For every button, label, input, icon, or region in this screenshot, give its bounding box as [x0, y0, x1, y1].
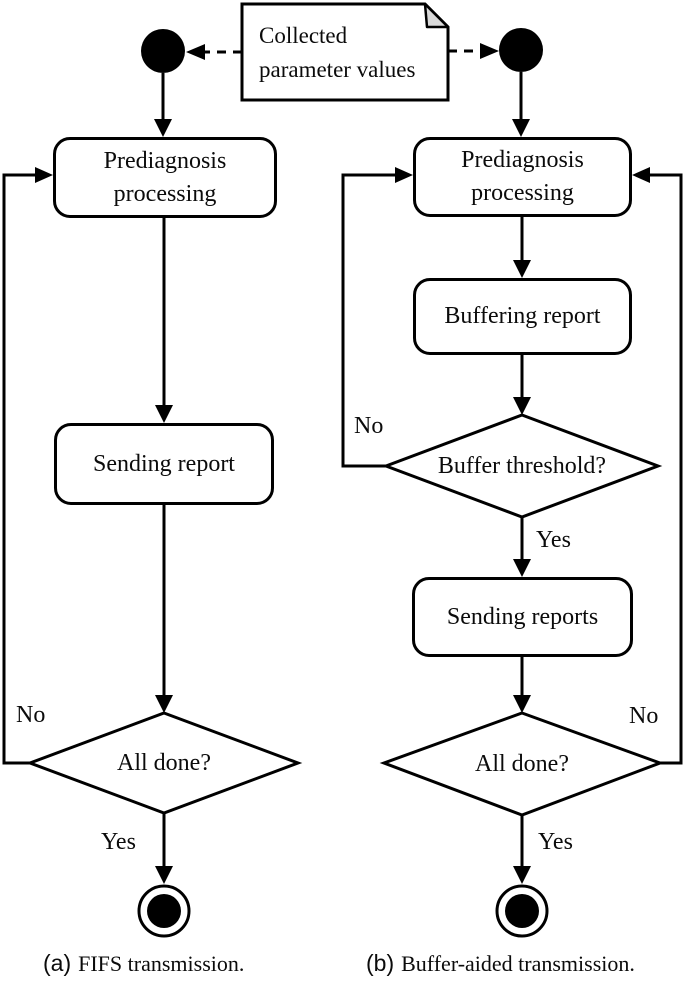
start-node-a [141, 29, 185, 73]
arrow-prediagnosis-to-buffering-b [513, 217, 531, 278]
decision-label-alldone-b: All done? [475, 750, 569, 777]
edge-label-yes-a: Yes [101, 829, 136, 855]
caption-b-prefix: (b) [366, 950, 395, 976]
end-node-b [495, 884, 549, 938]
edge-label-alldone-yes-b: Yes [538, 829, 573, 855]
arrow-start-to-prediagnosis-a [154, 73, 172, 137]
end-node-a [137, 884, 191, 938]
node-sending-reports-b: Sending reports [412, 577, 633, 657]
edge-label-threshold-yes-b: Yes [536, 527, 571, 553]
loop-no-a [2, 167, 53, 765]
arrow-buffering-to-threshold-b [513, 355, 531, 415]
decision-threshold-b [381, 413, 663, 519]
node-sending-report-a: Sending report [54, 423, 274, 505]
arrow-sending-to-alldone-a [155, 505, 173, 713]
note-label: Collected parameter values [259, 23, 416, 82]
note-fold-icon [423, 2, 450, 29]
node-prediagnosis-b: Prediagnosis processing [413, 137, 632, 217]
caption-b: (b)Buffer-aided transmission. [366, 950, 635, 977]
arrow-prediagnosis-to-sending-a [155, 218, 173, 423]
arrow-sending-to-alldone-b [513, 657, 531, 713]
arrow-alldone-to-end-a [155, 813, 173, 884]
decision-label-alldone-a: All done? [117, 749, 211, 776]
decision-alldone-b [379, 711, 665, 817]
loop-threshold-no-b [341, 167, 413, 468]
edge-label-alldone-no-b: No [629, 703, 659, 729]
caption-a-prefix: (a) [43, 950, 72, 976]
decision-alldone-a [25, 711, 303, 815]
decision-label-threshold-b: Buffer threshold? [437, 452, 607, 479]
loop-alldone-no-b [632, 167, 683, 765]
arrow-start-to-prediagnosis-b [512, 72, 530, 137]
note-connector-right [448, 43, 499, 59]
node-prediagnosis-a: Prediagnosis processing [53, 137, 277, 218]
caption-a: (a)FIFS transmission. [43, 950, 244, 977]
caption-a-text: FIFS transmission. [78, 951, 245, 976]
note-connector-left [186, 44, 242, 60]
node-buffering-report-b: Buffering report [413, 278, 632, 355]
arrow-threshold-to-sending-b [513, 517, 531, 577]
caption-b-text: Buffer-aided transmission. [401, 951, 635, 976]
edge-label-threshold-no-b: No [354, 413, 384, 439]
note-shape [240, 2, 450, 102]
arrow-alldone-to-end-b [513, 815, 531, 884]
start-node-b [499, 28, 543, 72]
edge-label-no-a: No [16, 702, 46, 728]
